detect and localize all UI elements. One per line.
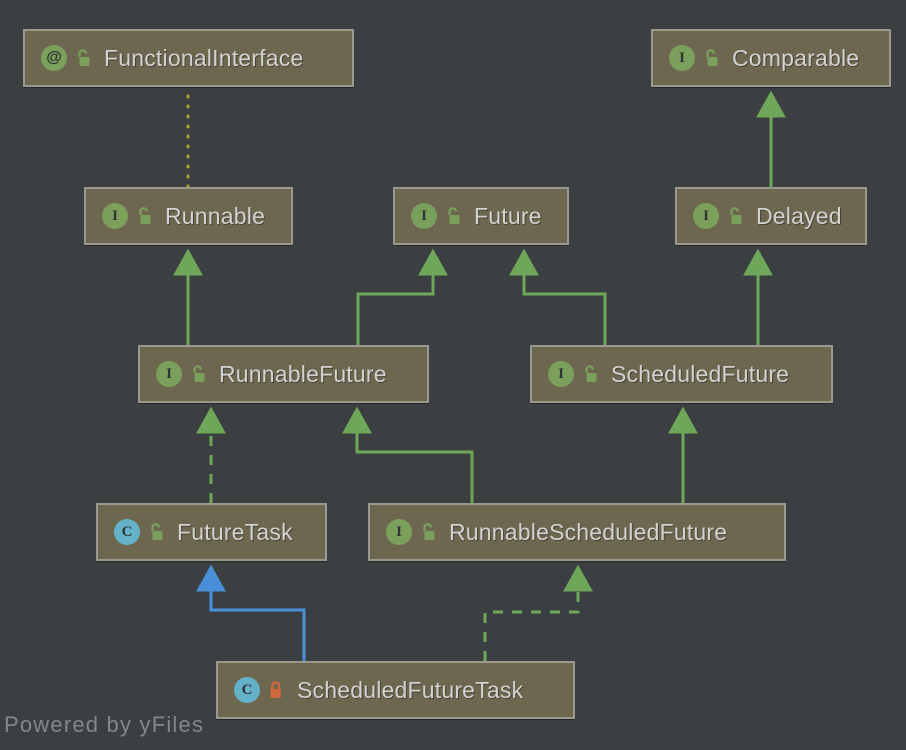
interface-type-icon: I [693,203,719,229]
annotation-type-icon: @ [41,45,67,71]
node-label: FunctionalInterface [104,44,304,71]
unlocked-icon [702,48,720,68]
node-label: Delayed [756,202,842,229]
unlocked-icon [135,206,153,226]
node-runnablefuture[interactable]: I RunnableFuture [138,345,429,403]
edge-scheduledfuturetask-runnablescheduledfuture [483,564,593,661]
interface-type-icon: I [548,361,574,387]
unlocked-icon [189,364,207,384]
locked-icon [267,680,285,700]
class-type-icon: C [114,519,140,545]
edge-scheduledfuturetask-futuretask [196,564,306,661]
interface-type-icon: I [669,45,695,71]
node-label: FutureTask [177,518,293,545]
node-label: ScheduledFutureTask [297,676,524,703]
unlocked-icon [147,522,165,542]
edge-runnablescheduledfuture-runnablefuture [342,406,474,503]
node-label: RunnableScheduledFuture [449,518,728,545]
unlocked-icon [74,48,92,68]
node-label: RunnableFuture [219,360,387,387]
unlocked-icon [444,206,462,226]
interface-type-icon: I [102,203,128,229]
class-type-icon: C [234,677,260,703]
node-label: Future [474,202,542,229]
node-functionalinterface[interactable]: @ FunctionalInterface [23,29,354,87]
interface-type-icon: I [411,203,437,229]
node-runnablescheduledfuture[interactable]: I RunnableScheduledFuture [368,503,786,561]
unlocked-icon [581,364,599,384]
node-delayed[interactable]: I Delayed [675,187,867,245]
node-scheduledfuture[interactable]: I ScheduledFuture [530,345,833,403]
node-label: Comparable [732,44,860,71]
node-futuretask[interactable]: C FutureTask [96,503,327,561]
unlocked-icon [419,522,437,542]
node-label: ScheduledFuture [611,360,790,387]
node-runnable[interactable]: I Runnable [84,187,293,245]
node-comparable[interactable]: I Comparable [651,29,891,87]
yfiles-watermark: Powered by yFiles [4,712,205,737]
interface-type-icon: I [156,361,182,387]
unlocked-icon [726,206,744,226]
node-label: Runnable [165,202,266,229]
node-scheduledfuturetask[interactable]: C ScheduledFutureTask [216,661,575,719]
node-future[interactable]: I Future [393,187,569,245]
edge-scheduledfuture-future [509,248,607,345]
interface-type-icon: I [386,519,412,545]
edge-runnablefuture-future [356,248,448,345]
